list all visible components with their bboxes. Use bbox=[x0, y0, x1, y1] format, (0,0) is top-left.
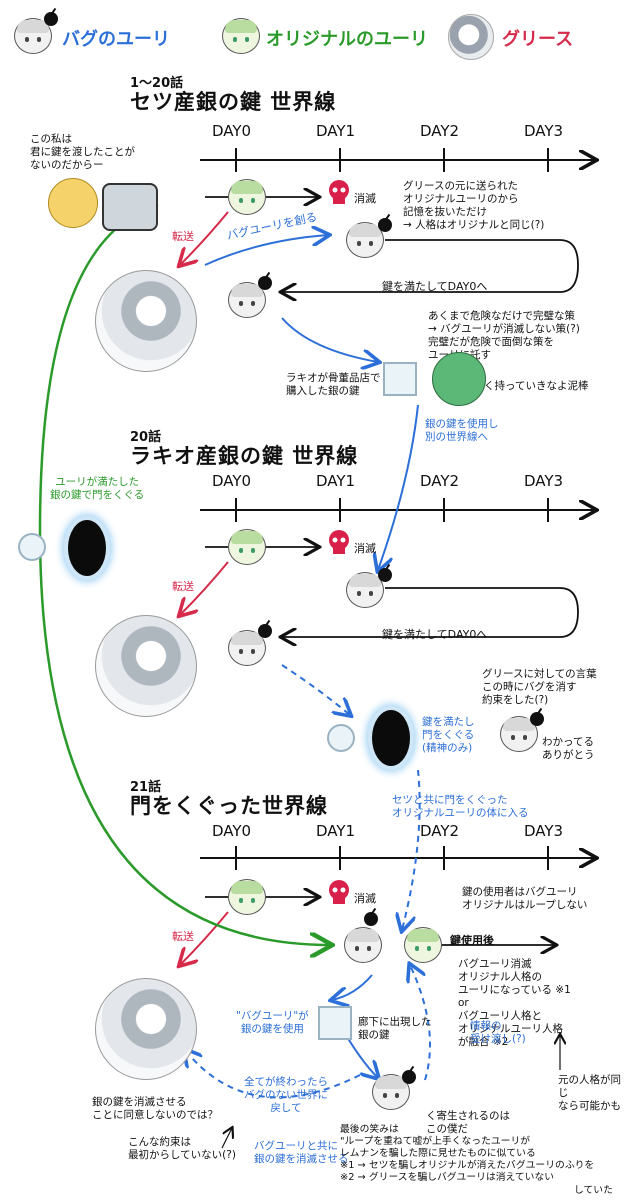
legend-grease: グリース bbox=[502, 29, 574, 50]
bomb-icon bbox=[378, 218, 392, 232]
day0-label-2: DAY0 bbox=[212, 472, 252, 490]
after-key-label: 鍵使用後 bbox=[450, 934, 494, 947]
grease-body bbox=[95, 615, 197, 717]
grease-body bbox=[95, 978, 197, 1080]
section-2-title: ラキオ産銀の鍵 世界線 bbox=[130, 444, 359, 468]
bomb-icon bbox=[402, 1070, 416, 1084]
original-yuri-face bbox=[404, 927, 442, 963]
vanish-label: 消滅 bbox=[354, 892, 376, 905]
day1-label-3: DAY1 bbox=[316, 822, 356, 840]
info-pass-note: 情報の 受け渡し(?) bbox=[470, 1020, 526, 1045]
section-1-title: セツ産銀の鍵 世界線 bbox=[130, 90, 337, 114]
satisfy-day0-label-1: 鍵を満たしてDAY0へ bbox=[382, 280, 488, 293]
skull-icon bbox=[329, 530, 349, 554]
setsu-avatar bbox=[48, 178, 98, 228]
bomb-icon bbox=[364, 912, 378, 926]
wakatteru-quote: わかってる ありがとう bbox=[542, 736, 595, 761]
day1-label-1: DAY1 bbox=[316, 122, 356, 140]
day0-label-1: DAY0 bbox=[212, 122, 252, 140]
gate-portal bbox=[372, 710, 410, 766]
silver-key-icon bbox=[318, 1006, 352, 1040]
grease-icon-legend bbox=[448, 14, 494, 60]
same-persona-note: 元の人格が同じ なら可能かも bbox=[558, 1074, 621, 1112]
final-joke-note: 最後の笑みは "ループを重ねて嘘が上手くなったユーリが レムナンを騙した際に見せ… bbox=[340, 1124, 595, 1183]
perfect-plan-note: あくまで危険なだけで完璧な策 → バグユーリが消滅しない策(?) 完璧だが危険で… bbox=[428, 310, 580, 361]
cold-sleep-pod-icon bbox=[102, 183, 158, 231]
gate-portal bbox=[68, 520, 106, 576]
bomb-icon bbox=[44, 12, 58, 26]
key-user-note: 鍵の使用者はバグユーリ オリジナルはループしない bbox=[462, 886, 588, 911]
original-yuri-face bbox=[228, 529, 266, 565]
section-2-episode: 20話 bbox=[130, 430, 162, 445]
day3-label-3: DAY3 bbox=[524, 822, 564, 840]
grease-body bbox=[95, 270, 197, 372]
day2-label-1: DAY2 bbox=[420, 122, 460, 140]
was-doing-note: していた bbox=[574, 1185, 613, 1196]
satisfy-day0-label-2: 鍵を満たしてDAY0へ bbox=[382, 628, 488, 641]
day2-label-2: DAY2 bbox=[420, 472, 460, 490]
vanish-label: 消滅 bbox=[354, 192, 376, 205]
rakio-bought-note: ラキオが骨董品店で 購入した銀の鍵 bbox=[286, 372, 381, 397]
setsu-gate-note: セツと共に門をくぐった オリジナルユーリの体に入る bbox=[392, 794, 529, 819]
original-yuri-face bbox=[228, 179, 266, 215]
skull-icon bbox=[329, 180, 349, 204]
day2-label-3: DAY2 bbox=[420, 822, 460, 840]
day1-label-2: DAY1 bbox=[316, 472, 356, 490]
legend-original: オリジナルのユーリ bbox=[266, 29, 428, 50]
day3-label-1: DAY3 bbox=[524, 122, 564, 140]
consent-question-note: 銀の鍵を消滅させる ことに同意しないのでは？ bbox=[92, 1096, 218, 1121]
bomb-icon bbox=[258, 624, 272, 638]
yuri-gate-note: ユーリが満たした 銀の鍵で門をくぐる bbox=[50, 476, 145, 501]
bug-yuri-face bbox=[346, 222, 384, 258]
parasite-quote: く寄生されるのは この僕だ bbox=[426, 1110, 510, 1135]
skull-icon bbox=[329, 880, 349, 904]
use-key-note: 銀の鍵を使用し 別の世界線へ bbox=[425, 418, 499, 443]
timeline-3 bbox=[200, 846, 595, 870]
bomb-icon bbox=[530, 712, 544, 726]
original-yuri-face-legend bbox=[222, 18, 260, 54]
bug-yuri-face bbox=[372, 1074, 410, 1110]
section-3-episode: 21話 bbox=[130, 780, 162, 795]
day3-label-2: DAY3 bbox=[524, 472, 564, 490]
section-3-title: 門をくぐった世界線 bbox=[130, 794, 328, 818]
bug-used-key-note: "バグユーリ"が 銀の鍵を使用 bbox=[236, 1010, 309, 1035]
hall-key-note: 廊下に出現した 銀の鍵 bbox=[358, 1016, 432, 1041]
bomb-icon bbox=[378, 568, 392, 582]
silver-key-icon bbox=[383, 362, 417, 396]
bug-yuri-face bbox=[344, 927, 382, 963]
silver-key-icon bbox=[327, 724, 355, 752]
sent-to-grease-note: グリースの元に送られた オリジナルユーリのから 記憶を抜いただけ → 人格はオリ… bbox=[403, 180, 545, 231]
original-yuri-face bbox=[228, 879, 266, 915]
thief-quote: く持っていきなよ泥棒 bbox=[484, 380, 589, 392]
silver-key-icon bbox=[18, 533, 46, 561]
setsu-quote: この私は 君に鍵を渡したことが ないのだからー bbox=[30, 133, 135, 171]
timeline-1 bbox=[200, 148, 595, 172]
day0-label-3: DAY0 bbox=[212, 822, 252, 840]
vanish-label: 消滅 bbox=[354, 542, 376, 555]
bomb-icon bbox=[258, 276, 272, 290]
transfer-label: 転送 bbox=[172, 580, 194, 593]
transfer-label: 転送 bbox=[172, 930, 194, 943]
bug-yuri-face bbox=[228, 630, 266, 666]
legend-bug: バグのユーリ bbox=[62, 29, 170, 50]
transfer-label: 転送 bbox=[172, 230, 194, 243]
promise-question-note: グリースに対しての言葉 この時にバグを消す 約束をした(?) bbox=[482, 668, 597, 706]
after-all-note: 全てが終わったら バグのない世界に 戻して bbox=[244, 1076, 328, 1114]
bug-vanish-note: バグユーリ消滅 オリジナル人格の ユーリになっている ※1 or バグユーリ人格… bbox=[458, 958, 571, 1048]
bug-yuri-face bbox=[346, 572, 384, 608]
section-1-episode: 1〜20話 bbox=[130, 76, 184, 91]
bug-key-vanish-note: バグユーリと共に 銀の鍵を消滅させる bbox=[254, 1140, 349, 1165]
no-promise-note: こんな約束は 最初からしていない(?) bbox=[128, 1136, 236, 1161]
rakio-avatar bbox=[432, 352, 486, 406]
gate-spirit-note: 鍵を満たし 門をくぐる (精神のみ) bbox=[422, 716, 475, 754]
